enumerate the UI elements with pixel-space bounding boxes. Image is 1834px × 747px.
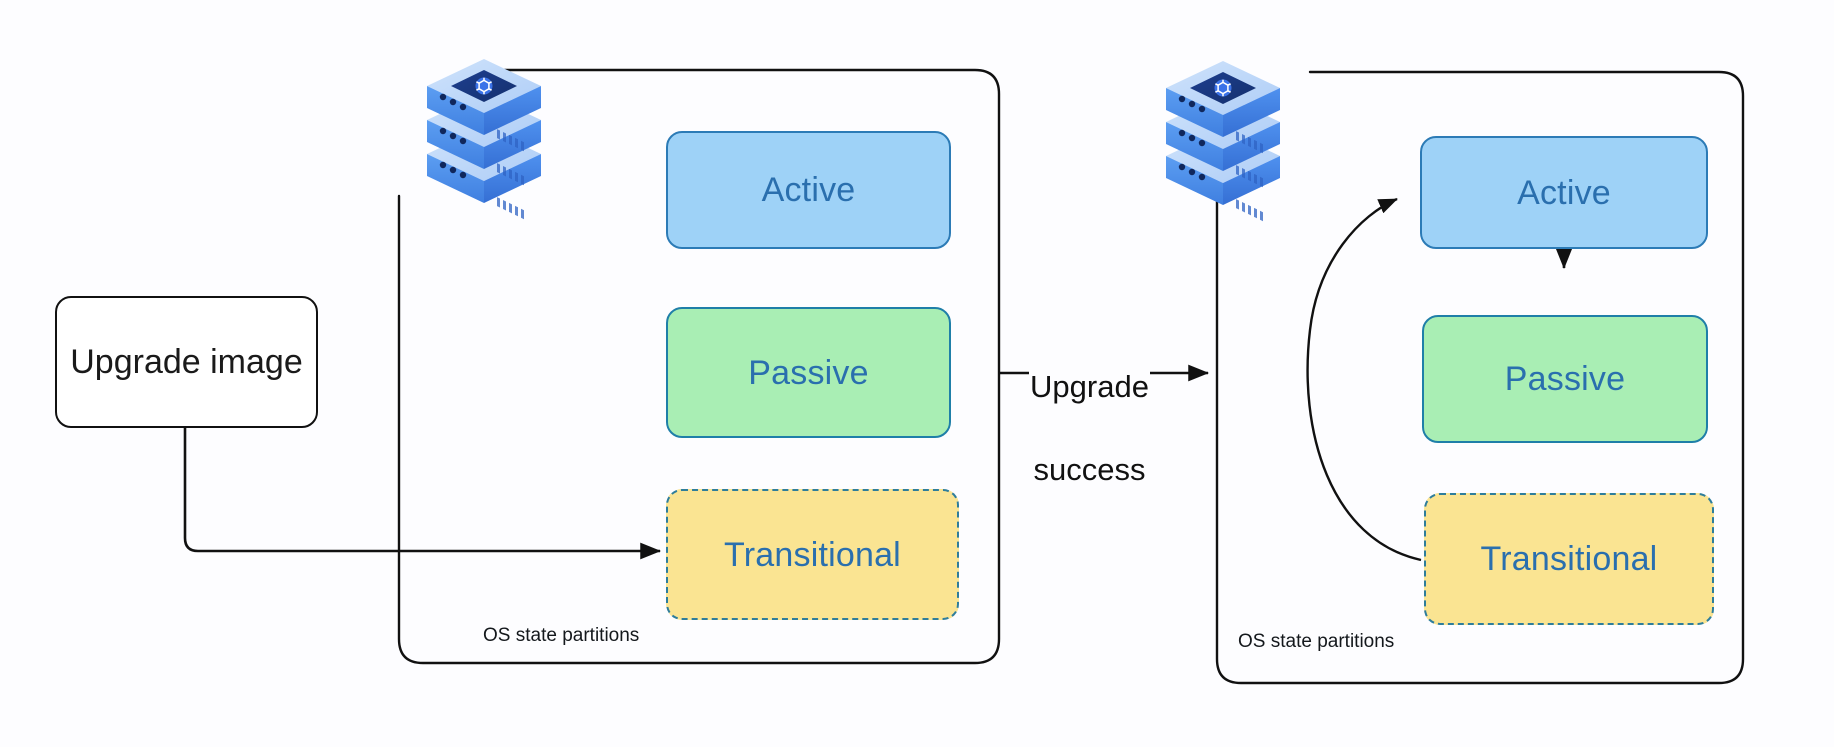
left-state-transitional[interactable]: Transitional: [666, 489, 959, 620]
left-panel-caption: OS state partitions: [483, 625, 640, 646]
left-state-passive[interactable]: Passive: [666, 307, 951, 438]
left-panel-container: [397, 68, 1001, 665]
upgrade-image-label: Upgrade image: [70, 342, 303, 381]
right-state-transitional-label: Transitional: [1480, 540, 1658, 578]
left-state-passive-label: Passive: [748, 353, 869, 392]
right-state-transitional[interactable]: Transitional: [1424, 493, 1714, 625]
right-panel-container: [1215, 70, 1745, 685]
kubernetes-server-stack-icon-left: [427, 59, 541, 220]
left-state-active[interactable]: Active: [666, 131, 951, 249]
upgrade-success-line2: success: [1033, 451, 1146, 487]
upgrade-success-label: Upgrade success: [1017, 325, 1162, 531]
upgrade-image-box[interactable]: Upgrade image: [55, 296, 318, 428]
edge-upgrade-image-to-transitional: [183, 428, 662, 560]
left-state-active-label: Active: [761, 171, 856, 209]
kubernetes-server-stack-icon-right: [1166, 61, 1280, 222]
right-panel-caption: OS state partitions: [1238, 631, 1395, 652]
right-state-active[interactable]: Active: [1420, 136, 1708, 249]
right-state-passive-label: Passive: [1504, 360, 1626, 398]
right-state-active-label: Active: [1517, 173, 1611, 212]
right-state-passive[interactable]: Passive: [1422, 315, 1708, 443]
left-state-transitional-label: Transitional: [724, 535, 901, 574]
edge-transitional-to-active: [1306, 197, 1422, 562]
upgrade-success-line1: Upgrade: [1030, 369, 1149, 405]
